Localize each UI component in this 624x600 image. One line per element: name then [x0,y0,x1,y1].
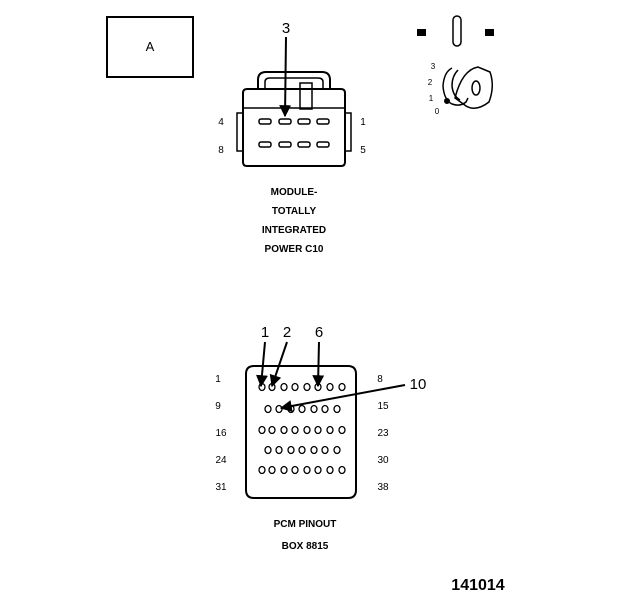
pcm-pin [264,445,272,455]
pcm-pin [291,382,299,392]
pcm-pin [338,425,346,435]
module-pin-row-bottom [258,141,330,148]
module-pin-label-5: 5 [360,145,366,156]
pcm-pin [310,445,318,455]
pcm-row-right-23: 23 [377,428,389,439]
module-pin-row-top [258,118,330,125]
module-caption-line-3: INTEGRATED [262,225,326,236]
key-position-1: 1 [429,94,434,103]
key-position-2: 2 [428,78,433,87]
pcm-pin [338,382,346,392]
pcm-pin [291,465,299,475]
module-callout-3: 3 [282,20,290,37]
pcm-row-left-24: 24 [215,455,227,466]
pcm-caption-line-1: PCM PINOUT [274,519,337,530]
pcm-callout-arrow-1 [256,341,268,388]
pcm-pin [280,382,288,392]
pcm-pin [303,425,311,435]
pcm-pin [321,404,329,414]
module-caption-line-1: MODULE- [271,187,318,198]
pcm-row-right-15: 15 [377,401,389,412]
pcm-pin [268,425,276,435]
module-connector: 3 4 1 8 5 MODULE- TOTALLY INTEGRATED POW… [218,20,366,255]
pcm-row-left-9: 9 [215,401,221,412]
pcm-row-left-1: 1 [215,374,221,385]
pcm-pin [258,425,266,435]
pcm-callout-1: 1 [261,324,269,341]
pcm-callout-arrow-10 [279,384,406,412]
pcm-row-right-38: 38 [377,482,389,493]
pcm-pin [314,465,322,475]
pcm-pin [298,404,306,414]
pcm-pin [280,425,288,435]
pcm-caption-line-2: BOX 8815 [282,541,329,552]
pcm-pin [314,425,322,435]
pcm-pin [303,382,311,392]
pcm-pin [275,445,283,455]
module-pin-label-1: 1 [360,117,366,128]
pcm-pin [321,445,329,455]
pcm-pin [326,425,334,435]
view-label: A [146,39,155,54]
pcm-pin [333,404,341,414]
module-pin-label-4: 4 [218,117,224,128]
pcm-callout-6: 6 [315,324,323,341]
pcm-pin [268,465,276,475]
pcm-row-left-16: 16 [215,428,227,439]
module-pin-label-8: 8 [218,145,224,156]
pcm-connector: 1 2 6 10 1 9 16 24 31 8 15 23 30 38 PCM … [215,324,426,552]
pcm-pin [287,445,295,455]
pcm-pin [280,465,288,475]
module-caption-line-4: POWER C10 [265,244,324,255]
pcm-row-left-31: 31 [215,482,227,493]
pcm-pin [326,382,334,392]
pcm-pin [258,465,266,475]
pcm-pin [264,404,272,414]
pcm-pin [291,425,299,435]
pcm-pin [326,465,334,475]
module-callout-arrow [279,36,292,118]
pcm-pin [338,465,346,475]
module-caption-line-2: TOTALLY [272,206,317,217]
pcm-pin-grid [258,382,346,475]
key-position-0: 0 [435,107,440,116]
key-position-3: 3 [431,62,436,71]
pcm-callout-arrow-6 [312,341,325,388]
pcm-pin [303,465,311,475]
pcm-pin [310,404,318,414]
pcm-callout-10: 10 [410,376,427,393]
pcm-row-right-8: 8 [377,374,383,385]
pcm-pin [298,445,306,455]
pcm-pin [333,445,341,455]
ignition-key-icon: 3 2 1 0 [417,15,494,116]
figure-id: 141014 [451,577,504,594]
view-label-box: A [106,16,194,78]
pcm-pin [275,404,283,414]
pcm-row-right-30: 30 [377,455,389,466]
pcm-callout-2: 2 [283,324,291,341]
pcm-callout-arrow-2 [269,341,288,388]
